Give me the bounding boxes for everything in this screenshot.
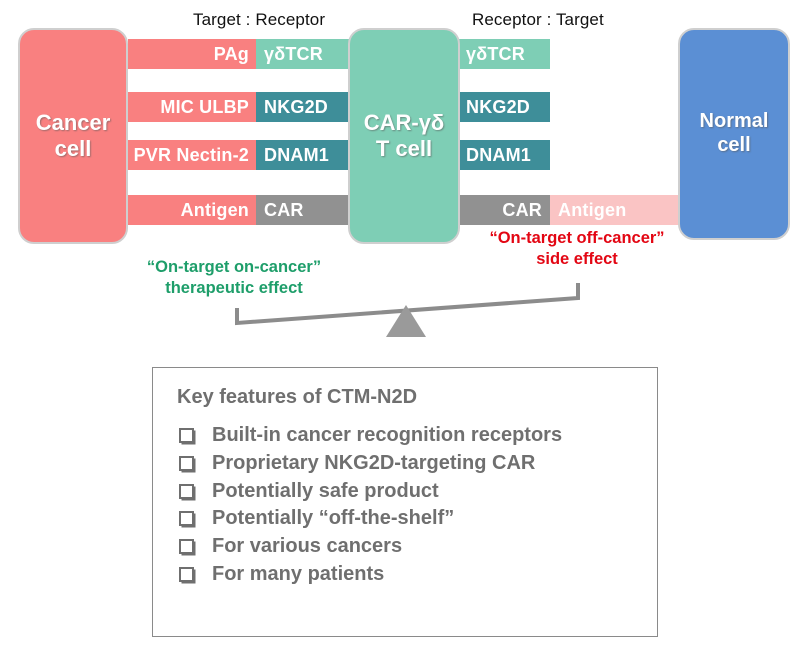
receptor-label-left-car: CAR	[264, 199, 304, 220]
receptor-bar-left-gdtcr: γδTCR	[256, 39, 352, 69]
feature-label-4: For various cancers	[212, 535, 403, 558]
feature-item-4: For various cancers	[175, 534, 637, 559]
feature-label-0: Built-in cancer recognition receptors	[212, 424, 563, 446]
receptor-label-right-dnam1: DNAM1	[466, 144, 532, 165]
receptor-bar-left-dnam1: DNAM1	[256, 140, 352, 170]
checkbox-icon	[179, 566, 194, 582]
checkbox-icon	[179, 539, 194, 555]
checkbox-icon	[179, 483, 194, 499]
receptor-label-right-nkg2d: NKG2D	[466, 96, 531, 117]
on-target-off-cancer-caption: “On-target off-cancer” side effect	[489, 229, 665, 269]
ligand-label-antigen-normal: Antigen	[558, 199, 627, 220]
ligand-label-antigen-cancer: Antigen	[180, 199, 249, 220]
receptor-label-left-nkg2d: NKG2D	[264, 96, 329, 117]
feature-item-5: For many patients	[175, 562, 637, 587]
key-features-title: Key features of CTM-N2D	[177, 386, 418, 408]
key-features-box: Key features of CTM-N2D Built-in cancer …	[152, 367, 658, 637]
ligand-label-mic-ulbp: MIC ULBP	[160, 96, 249, 117]
normal-cell-label: Normal cell	[699, 110, 769, 156]
balance-seesaw-icon	[235, 283, 580, 337]
receptor-bar-right-dnam1: DNAM1	[458, 140, 550, 170]
ligand-label-pag: PAg	[213, 43, 249, 64]
cancer-cell-label: Cancer cell	[35, 110, 111, 161]
t-cell-label: CAR-γδ T cell	[363, 110, 445, 161]
receptor-bar-right-nkg2d: NKG2D	[458, 92, 550, 122]
header-target-receptor: Target : Receptor	[193, 10, 326, 29]
ligand-bar-pag: PAg	[128, 39, 256, 69]
feature-label-1: Proprietary NKG2D-targeting CAR	[212, 451, 536, 474]
ligand-bar-antigen-normal: Antigen	[550, 195, 680, 225]
header-receptor-target: Receptor : Target	[472, 10, 604, 29]
feature-item-1: Proprietary NKG2D-targeting CAR	[175, 451, 637, 476]
feature-item-3: Potentially “off-the-shelf”	[175, 506, 637, 531]
receptor-label-right-car: CAR	[502, 199, 542, 220]
receptor-label-right-gdtcr: γδTCR	[466, 43, 525, 64]
feature-item-0: Built-in cancer recognition receptors	[175, 423, 637, 448]
receptor-label-left-dnam1: DNAM1	[264, 144, 330, 165]
ligand-bar-pvr-nectin2: PVR Nectin-2	[128, 140, 256, 170]
checkbox-icon	[179, 511, 194, 527]
receptor-bar-right-car: CAR	[458, 195, 550, 225]
on-target-on-cancer-caption: “On-target on-cancer” therapeutic effect	[146, 258, 322, 298]
ligand-bar-antigen-cancer: Antigen	[128, 195, 256, 225]
car-gamma-delta-t-cell-body: CAR-γδ T cell	[348, 28, 460, 244]
receptor-label-left-gdtcr: γδTCR	[264, 43, 323, 64]
cancer-cell-body: Cancer cell	[18, 28, 128, 244]
receptor-bar-left-car: CAR	[256, 195, 352, 225]
feature-label-3: Potentially “off-the-shelf”	[212, 507, 455, 530]
feature-label-5: For many patients	[212, 562, 385, 585]
normal-cell-body: Normal cell	[678, 28, 790, 240]
feature-item-2: Potentially safe product	[175, 479, 637, 504]
receptor-bar-left-nkg2d: NKG2D	[256, 92, 352, 122]
ligand-bar-mic-ulbp: MIC ULBP	[128, 92, 256, 122]
checkbox-icon	[179, 428, 194, 443]
ligand-label-pvr-nectin2: PVR Nectin-2	[133, 144, 249, 165]
feature-label-2: Potentially safe product	[212, 479, 439, 502]
receptor-bar-right-gdtcr: γδTCR	[458, 39, 550, 69]
checkbox-icon	[179, 455, 194, 471]
